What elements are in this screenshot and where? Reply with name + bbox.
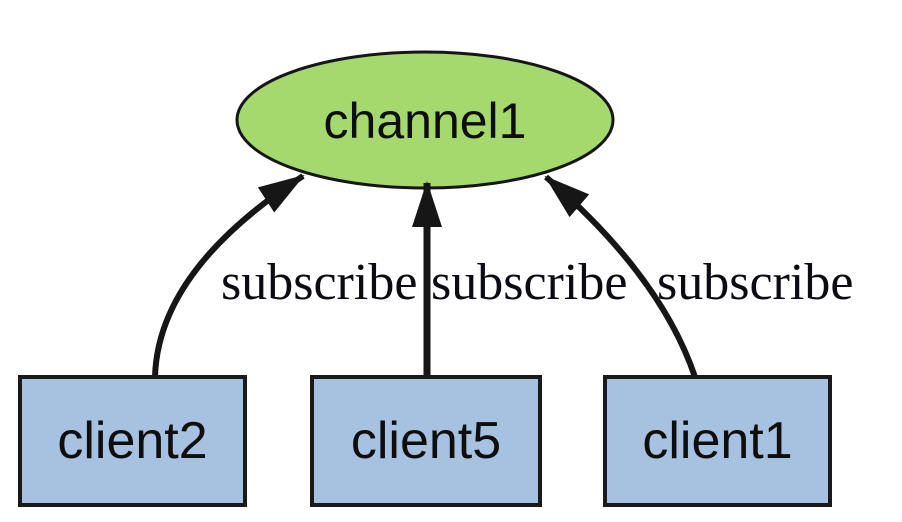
client-node-client1: client1 bbox=[603, 375, 832, 507]
client-node-client2: client2 bbox=[18, 375, 247, 507]
client-node-client5: client5 bbox=[310, 375, 542, 507]
edge-label-subscribe-client1: subscribe bbox=[657, 254, 854, 311]
client-node-label: client2 bbox=[57, 412, 208, 470]
subscribe-arrow-client2 bbox=[152, 173, 305, 378]
channel-node-label: channel1 bbox=[323, 93, 527, 149]
client-node-label: client1 bbox=[642, 412, 793, 470]
subscribe-arrow-client1 bbox=[544, 174, 698, 378]
edge-label-subscribe-client5: subscribe bbox=[431, 254, 628, 311]
edge-label-subscribe-client2: subscribe bbox=[221, 254, 418, 311]
client-node-label: client5 bbox=[350, 412, 502, 470]
